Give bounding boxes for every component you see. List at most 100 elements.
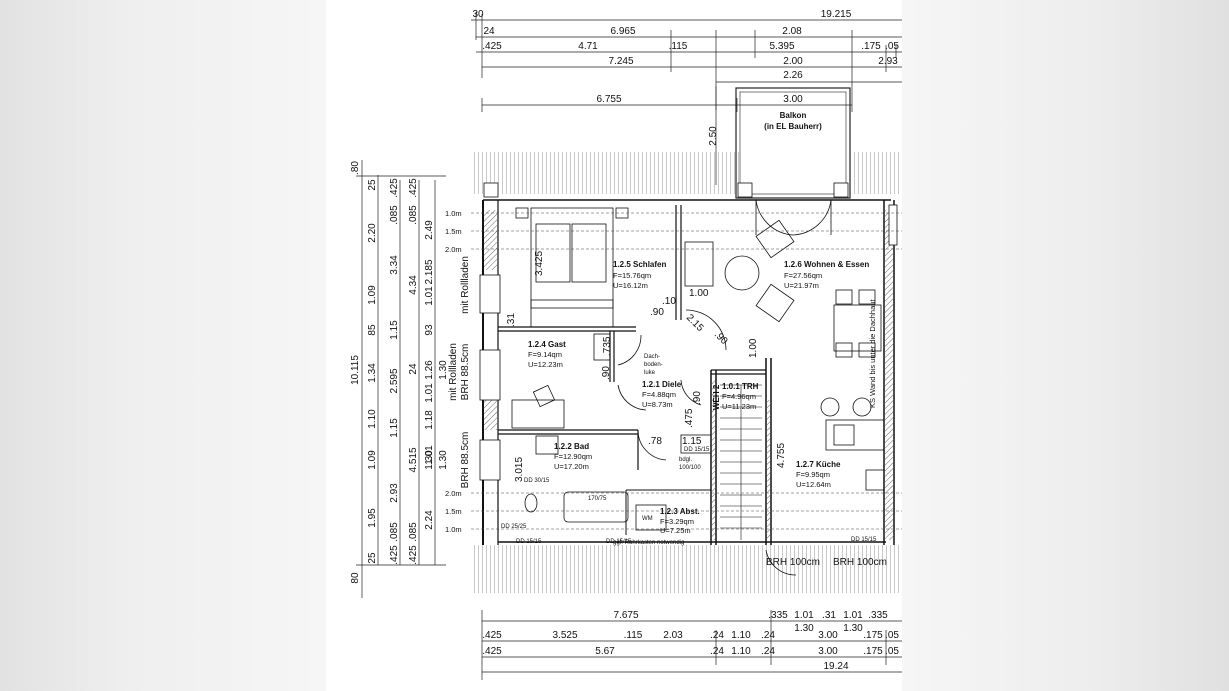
- dim-bottom-r2-0: 1.30: [794, 623, 814, 634]
- attic-hatch-line-1: Dach-: [644, 354, 660, 360]
- dining-table: [833, 304, 882, 352]
- dim-bottom-r4-7: .05: [885, 646, 899, 657]
- dimension-text-bottom: 7.675 .335 1.01 .31 1.01 .335 1.30 1.30 …: [482, 610, 899, 672]
- hatched-wall-segment: [484, 210, 497, 270]
- room-gast-name: 1.2.4 Gast: [528, 340, 566, 349]
- height-top-1: 1.5m: [445, 227, 462, 236]
- wardrobe: [684, 241, 714, 287]
- bed-pillow-left: [535, 223, 571, 283]
- dimension-lines-top: [471, 12, 902, 185]
- pipe-box-note: ggf. Rohrkasten notwendig: [613, 540, 684, 546]
- brh-kitchen-2: BRH 100cm: [833, 557, 887, 568]
- dim-bottom-r1-0: 7.675: [613, 610, 638, 621]
- dim-left-c2-3: 85: [367, 324, 378, 336]
- inner-dim-8: .90: [712, 329, 730, 347]
- washing-machine: [635, 504, 667, 531]
- dim-left-c4-1: .085: [408, 205, 419, 225]
- dim-left-c3-4: 2.595: [389, 368, 400, 393]
- room-balkon-name: Balkon: [780, 111, 807, 120]
- dim-left-c4-6: .425: [408, 545, 419, 565]
- round-table: [724, 255, 760, 291]
- inner-dim-12: 3.015: [514, 457, 525, 482]
- stove-counter: [825, 419, 885, 451]
- dim-top-r2-0: 24: [483, 26, 495, 37]
- inner-dim-2: .90: [650, 307, 664, 318]
- room-kueche-name: 1.2.7 Küche: [796, 460, 841, 469]
- room-wohnen-area: F=27.56qm: [784, 271, 822, 280]
- dim-top-r6-0: 6.755: [596, 94, 621, 105]
- wm-label: WM: [642, 516, 653, 522]
- roof-band-top-left: [471, 152, 739, 194]
- dd-label-1: DD 25/25: [501, 524, 527, 530]
- bathtub: [563, 491, 629, 523]
- inner-dim-0: 3.425: [534, 251, 545, 276]
- height-top-0: 1.0m: [445, 209, 462, 218]
- room-gast-perimeter: U=12.23m: [528, 360, 563, 369]
- room-trh-name: 1.0.1 TRH: [722, 382, 759, 391]
- dimension-lines-bottom: [481, 610, 902, 680]
- dim-left-c2-8: 25: [367, 552, 378, 564]
- room-bad-area: F=12.90qm: [554, 452, 592, 461]
- dd-label-5: DD 15/15: [684, 447, 710, 453]
- roof-windows: [483, 182, 898, 246]
- room-schlafen-name: 1.2.5 Schlafen: [613, 260, 666, 269]
- inner-dim-1: .10: [662, 296, 676, 307]
- room-kueche-perimeter: U=12.64m: [796, 480, 831, 489]
- dim-bottom-r1-5: .335: [868, 610, 888, 621]
- dim-bottom-r1-3: .31: [822, 610, 836, 621]
- dim-bottom-r3-3: 2.03: [663, 630, 683, 641]
- dim-bottom-r3-5: 1.10: [731, 630, 751, 641]
- balcony-door: [755, 199, 832, 236]
- room-trh-area: F=4.96qm: [722, 392, 756, 401]
- dimension-text-left: .80 10.115 80 25 2.20 1.09 85 1.34 1.10 …: [350, 161, 471, 584]
- room-wohnen-name: 1.2.6 Wohnen & Essen: [784, 260, 869, 269]
- dim-left-c4-5: .085: [408, 522, 419, 542]
- dim-left-c3-7: .085: [389, 522, 400, 542]
- dim-bottom-r3-9: .05: [885, 630, 899, 641]
- dim-bottom-r4-6: .175: [863, 646, 883, 657]
- label-mit-rollladen-2: mit Rollladen: [448, 343, 459, 401]
- ks-wall-note: KS Wand bis unter die Dachhaut: [868, 299, 877, 408]
- dim-left-c3-1: .085: [389, 205, 400, 225]
- dim-left-c5-2: 1.01: [424, 286, 435, 306]
- inner-dim-10: .475: [684, 408, 695, 428]
- dim-left-c5-3: 93: [424, 324, 435, 336]
- dim-balkon-depth: 2.50: [708, 126, 719, 146]
- dim-top-r6-1: 3.00: [783, 94, 803, 105]
- dim-left-c1-1: 10.115: [350, 355, 361, 385]
- roof-band-bottom: [471, 545, 902, 593]
- furniture: [511, 207, 885, 531]
- dim-left-c3-3: 1.15: [389, 320, 400, 340]
- dim-left-c4-3: 24: [408, 363, 419, 375]
- room-labels: 1.2.5 Schlafen F=15.76qm U=16.12m 1.2.6 …: [528, 260, 869, 535]
- dim-left-c1-0: .80: [350, 161, 361, 175]
- hatched-wall-segment: [484, 400, 497, 430]
- washbasin: [535, 435, 559, 455]
- bed: [530, 207, 614, 309]
- door-swings: [617, 309, 797, 576]
- dim-left-c5-7: 1.01: [424, 445, 435, 465]
- room-gast-area: F=9.14qm: [528, 350, 562, 359]
- dim-bottom-r1-2: 1.01: [794, 610, 814, 621]
- dim-top-r3-1: 4.71: [578, 41, 598, 52]
- room-abst-area: F=3.29qm: [660, 517, 694, 526]
- dim-bottom-r3-8: .175: [863, 630, 883, 641]
- dim-top-r2-2: 2.08: [782, 26, 802, 37]
- blurred-background-left: [0, 0, 326, 691]
- room-wohnen-perimeter: U=21.97m: [784, 281, 819, 290]
- inner-dim-14: 1.00: [748, 338, 759, 358]
- dim-left-c5-8: 1.30: [424, 450, 435, 470]
- dim-left-c5-4: 1.26: [424, 360, 435, 380]
- room-abst-perimeter: U=7.25m: [660, 526, 691, 535]
- dim-bottom-r3-7: 3.00: [818, 630, 838, 641]
- bdgl-size: 100/100: [679, 465, 701, 471]
- dim-left-c2-2: 1.09: [367, 285, 378, 305]
- room-schlafen-perimeter: U=16.12m: [613, 281, 648, 290]
- dd-label-2: DD 15/15: [516, 539, 542, 545]
- dim-top-r3-0: .425: [482, 41, 502, 52]
- dim-top-r1-0: 30: [472, 9, 484, 20]
- dim-bottom-r4-3: 1.10: [731, 646, 751, 657]
- dim-top-r3-5: .05: [885, 41, 899, 52]
- attic-hatch-line-3: luke: [644, 370, 656, 376]
- dim-top-r4-0: 7.245: [608, 56, 633, 67]
